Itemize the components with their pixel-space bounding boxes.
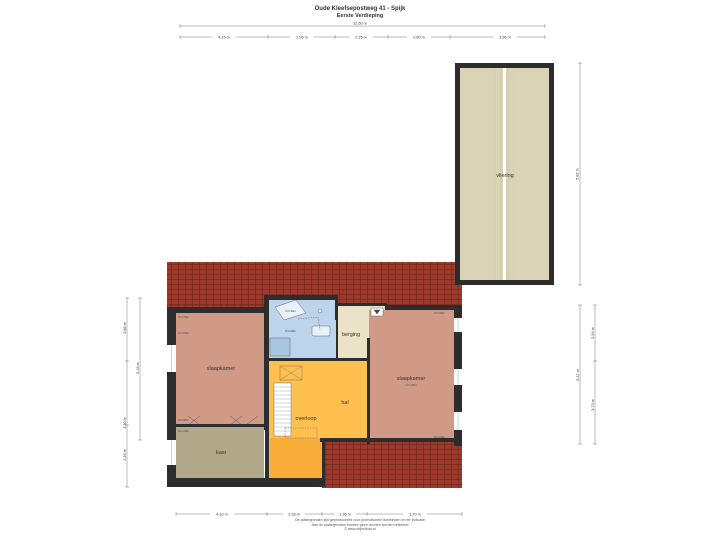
bathroom-fixtures: [269, 299, 331, 357]
label-overloop: overloop: [295, 416, 316, 422]
vliering-height-dimension: [578, 62, 582, 286]
label-kast: kast: [216, 450, 227, 456]
height-mark-sk-right-1: h=1.95m: [434, 311, 446, 315]
top-dimension-total: [179, 24, 546, 28]
height-mark-sk-left-2: h=1.55m: [178, 331, 190, 335]
height-mark-sk-left-3: h=1.95m: [178, 418, 190, 422]
closet-doors: [187, 415, 259, 426]
top-dimension-total-label: 12.50 m: [353, 22, 367, 26]
right-dimension-2: 6.37 m: [576, 369, 580, 381]
right-dimension-3: 3.73 m: [591, 399, 595, 411]
height-mark-sk-left-1: h=1.75m: [178, 315, 190, 319]
label-slaapkamer-left: slaapkamer: [207, 366, 236, 372]
left-dimension-2: 5.16 m: [136, 362, 140, 374]
room-vliering: [455, 63, 554, 285]
room-kast: [176, 427, 264, 478]
label-slaapkamer-right-area: m²/1.88m: [405, 383, 417, 387]
height-mark-kast: h=1.29m: [178, 429, 190, 433]
room-slaapkamer-left: [176, 313, 264, 425]
plan-subtitle: Eerste Verdieping: [336, 13, 384, 19]
bottom-dimension-4: 3.70 m: [409, 513, 421, 517]
roof-top-right: [455, 285, 462, 307]
left-dimension-3: 3.30 m: [123, 417, 127, 429]
height-mark-bath-2: h=2.08m: [285, 329, 297, 333]
bottom-dimension-1: 4.10 m: [216, 513, 228, 517]
bottom-dimension-2: 2.33 m: [288, 513, 300, 517]
top-dimension-3: 2.25 m: [355, 36, 367, 40]
left-dimension-4: 2.29 m: [123, 449, 127, 461]
height-mark-bath-1: h=0.36m: [285, 309, 297, 313]
top-dimension-1: 4.15 m: [218, 36, 230, 40]
staircase: [273, 365, 318, 439]
label-vliering: vliering: [496, 173, 513, 179]
footer-line-3: © www.objectfoto.nl: [344, 527, 376, 532]
left-dimension-1: 2.66 m: [123, 322, 127, 334]
label-berging: berging: [342, 332, 360, 338]
top-dimension-4: 2.80 m: [413, 36, 425, 40]
room-lower-hall: [270, 438, 322, 479]
top-dimension-2: 2.95 m: [296, 36, 308, 40]
right-dimension-1: 2.94 m: [591, 327, 595, 339]
footer-disclaimer: De plattegronden zijn geproduceerd voor …: [0, 518, 720, 532]
height-mark-sk-right-2: h=1.29m: [434, 435, 446, 439]
plan-title: Oude Kleefsepostweg 41 - Spijk: [314, 6, 406, 12]
footer-line-2: Aan de plattegronden kunnen geen rechten…: [311, 522, 409, 527]
left-dimensions: [125, 297, 142, 488]
top-dimension-5: 3.96 m: [499, 36, 511, 40]
roof-bottom-right: [322, 441, 462, 488]
vliering-height-label: 5.82 m: [576, 168, 580, 180]
bottom-dimension-3: 1.96 m: [339, 513, 351, 517]
label-slaapkamer-right: slaapkamer: [397, 376, 426, 382]
room-hal: [323, 361, 367, 440]
berging-fixtures: [370, 307, 384, 317]
right-dimensions: [578, 304, 597, 445]
footer-line-1: De plattegronden zijn geproduceerd voor …: [295, 518, 425, 522]
label-hal: hal: [341, 400, 348, 406]
room-slaapkamer-right: [369, 310, 454, 441]
